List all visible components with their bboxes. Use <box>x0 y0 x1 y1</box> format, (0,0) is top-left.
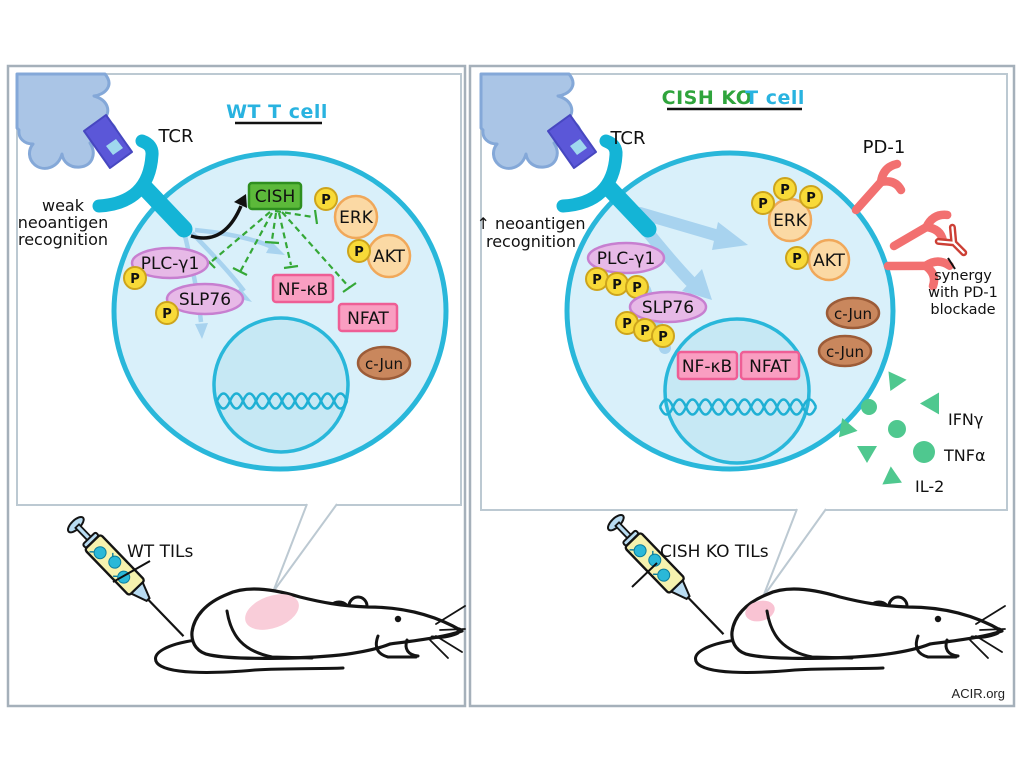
erk-circle <box>333 194 379 240</box>
left-callout <box>272 503 338 593</box>
svg-text:P: P <box>640 324 650 339</box>
strong-recognition-line1: ↑ neoantigen <box>476 214 585 233</box>
svg-text:P: P <box>758 197 768 212</box>
phospho-circle <box>785 246 809 270</box>
cjun-ellipse <box>817 334 873 368</box>
cjun-ellipse <box>825 296 881 330</box>
nfat-label: NFAT <box>749 357 791 377</box>
slp76-ellipse <box>628 290 708 324</box>
phospho-label: P <box>792 252 802 267</box>
akt-label: AKT <box>813 251 845 271</box>
synergy-line1: synergy <box>934 268 992 284</box>
plc-label: PLC-γ1 <box>141 254 200 274</box>
right-dna-helix <box>658 398 818 416</box>
svg-text:P: P <box>622 317 632 332</box>
left-panel-title: WT T cell <box>226 101 328 123</box>
phospho-circle <box>314 187 338 211</box>
nfkb-box <box>271 273 335 304</box>
left-tumor <box>245 594 299 630</box>
slp76-label: SLP76 <box>179 290 231 310</box>
tcr-label: TCR <box>609 128 645 149</box>
erk-label: ERK <box>773 211 808 231</box>
left-dna-helix <box>215 392 349 410</box>
phospho-circle <box>123 266 147 290</box>
plc-ellipse <box>130 246 210 280</box>
svg-text:P: P <box>592 273 602 288</box>
cish-inhibition-lines <box>203 209 357 293</box>
erk-label: ERK <box>339 208 374 228</box>
synergy-line2: with PD-1 <box>928 285 998 301</box>
tcr-to-cish-arrowhead <box>234 194 247 208</box>
cish-box <box>247 181 303 211</box>
cjun-label: c-Jun <box>834 305 872 323</box>
phospho-circle <box>347 239 371 263</box>
synergy-pointer <box>947 257 956 270</box>
phospho-circle <box>155 301 179 325</box>
credit-text: ACIR.org <box>952 686 1005 701</box>
slp76-label: SLP76 <box>642 298 694 318</box>
cjun-label: c-Jun <box>826 343 864 361</box>
tnfa-label: TNFα <box>943 446 986 465</box>
phospho-label: P <box>130 272 140 287</box>
svg-text:P: P <box>658 330 668 345</box>
ifng-label: IFNγ <box>948 410 983 429</box>
akt-circle <box>807 238 851 282</box>
cjun-ellipse <box>356 345 412 381</box>
phospho-label: P <box>162 307 172 322</box>
slp76-phosphos: P P P <box>615 311 675 348</box>
plc-ellipse <box>586 241 666 275</box>
left-injection-label: WT TILs <box>127 542 193 562</box>
right-nucleus <box>663 317 811 465</box>
right-injection-pointer <box>631 562 658 588</box>
right-panel-title-ko: CISH KO <box>662 87 753 109</box>
weak-recognition-line1: weak <box>42 196 85 215</box>
pd1-label: PD-1 <box>863 137 906 158</box>
cish-label: CISH <box>255 187 295 207</box>
plc-phosphos: P P P <box>585 267 649 299</box>
strong-recognition-line2: recognition <box>486 232 576 251</box>
svg-text:P: P <box>632 281 642 296</box>
nfkb-label: NF-κB <box>278 280 328 300</box>
svg-text:P: P <box>806 191 816 206</box>
nfkb-label: NF-κB <box>682 357 732 377</box>
tcr-label: TCR <box>157 126 193 147</box>
tcr-to-cish-arrow <box>190 205 243 240</box>
weak-recognition-line3: recognition <box>18 230 108 249</box>
phospho-label: P <box>321 193 331 208</box>
weak-recognition-line2: neoantigen <box>18 213 109 232</box>
anti-pd1-antibody-icon <box>934 223 968 257</box>
nfat-box <box>337 302 399 333</box>
right-panel-title-tcell: T cell <box>745 87 805 109</box>
il2-label: IL-2 <box>915 477 944 496</box>
nfat-label: NFAT <box>347 309 389 329</box>
right-panel: CISH KO T cell NF-κB NFAT ERK <box>476 74 1007 701</box>
left-injection-pointer <box>112 560 151 583</box>
plc-label: PLC-γ1 <box>597 249 656 269</box>
cjun-label: c-Jun <box>365 355 403 373</box>
svg-text:P: P <box>780 183 790 198</box>
phospho-label: P <box>354 245 364 260</box>
right-injection-label: CISH KO TILs <box>660 542 769 562</box>
nfkb-box <box>676 350 739 381</box>
right-callout <box>762 508 827 598</box>
left-nucleus <box>212 316 350 454</box>
cytokine-particles <box>838 371 940 485</box>
synergy-line3: blockade <box>930 302 995 318</box>
svg-text:P: P <box>612 278 622 293</box>
left-panel: WT T cell <box>17 74 467 675</box>
erk-phosphos: P P P <box>751 177 823 215</box>
nfat-box <box>739 350 801 381</box>
akt-label: AKT <box>373 247 405 267</box>
slp76-ellipse <box>165 282 245 316</box>
